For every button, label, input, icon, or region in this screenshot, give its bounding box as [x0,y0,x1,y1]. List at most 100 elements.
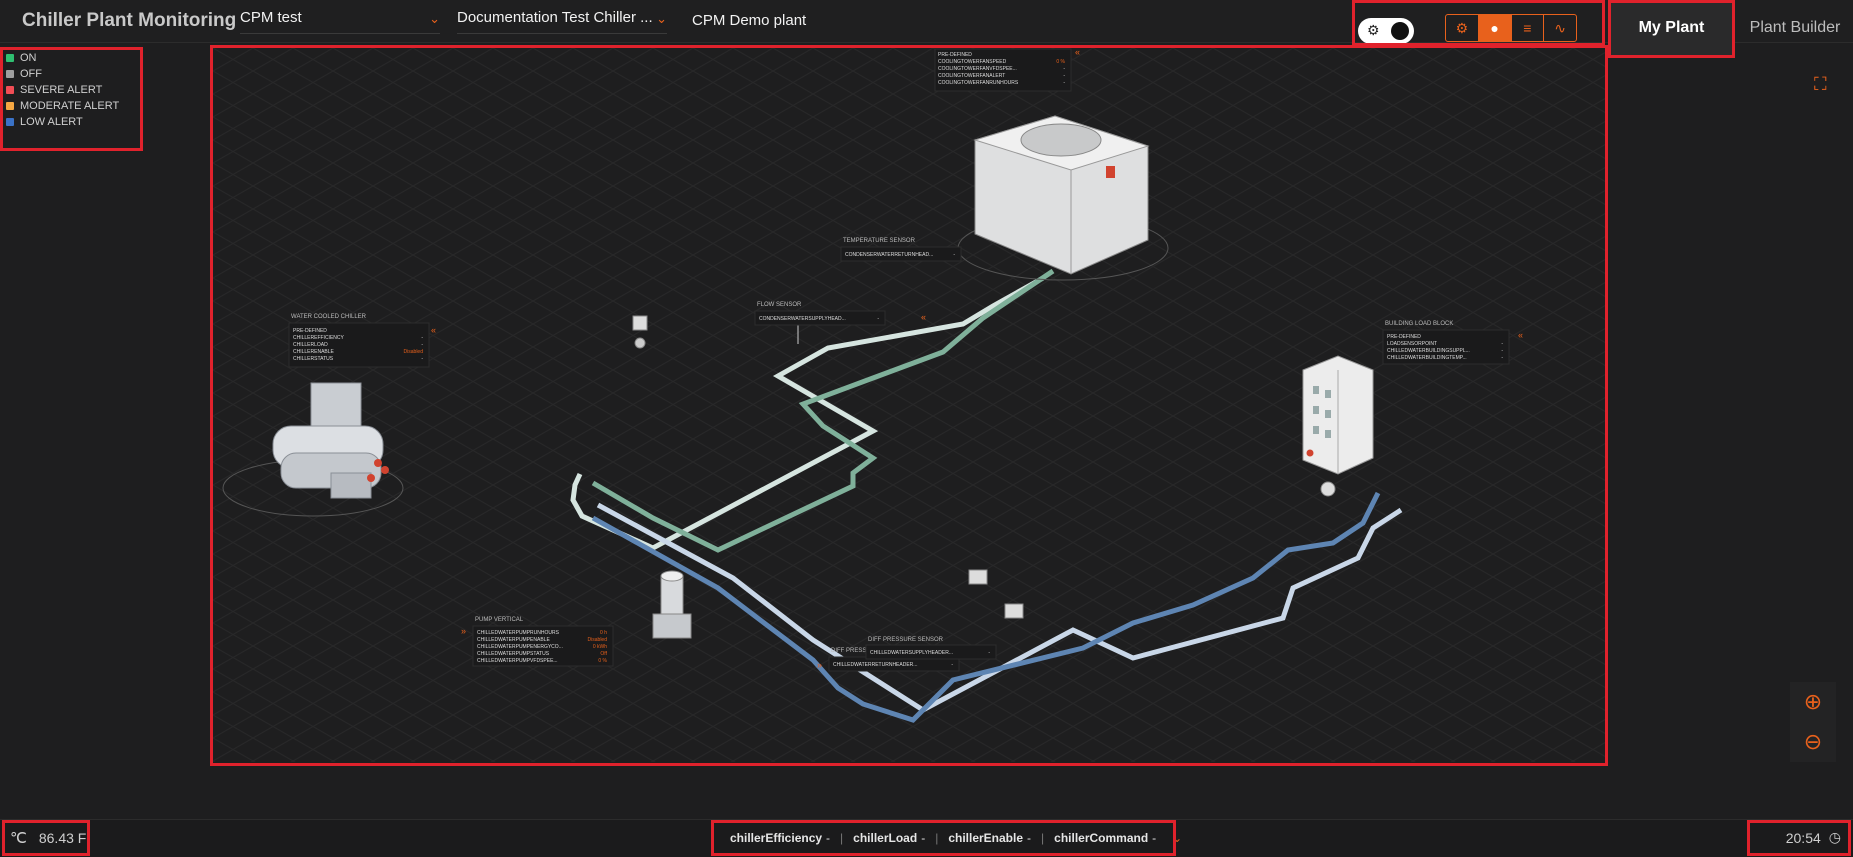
off-swatch [6,70,14,78]
divider: | [840,831,844,845]
svg-text:-: - [1501,341,1503,347]
svg-text:CHILLEDWATERPUMPSTATUS: CHILLEDWATERPUMPSTATUS [477,651,550,657]
temperature-sensor-info-panel[interactable]: TEMPERATURE SENSOR CONDENSERWATERRETURNH… [840,238,962,262]
collapse-icon: « [431,325,436,335]
svg-text:0 kWh: 0 kWh [593,644,607,650]
svg-text:CHILLEDWATERBUILDINGSUPPL...: CHILLEDWATERBUILDINGSUPPL... [1387,348,1470,354]
status-legend: ON OFF SEVERE ALERT MODERATE ALERT LOW A… [6,50,119,130]
legend-item-on: ON [6,50,119,66]
collapse-icon: « [1518,330,1523,340]
svg-text:PRE-DEFINED: PRE-DEFINED [938,52,972,58]
diff-pressure-info-panel-2[interactable]: DIFF PRESSURE SENSOR CHILLEDWATERSUPPLYH… [865,637,997,660]
svg-text:-: - [1063,73,1065,79]
chiller-info-panel[interactable]: WATER COOLED CHILLER PRE-DEFINED CHILLER… [288,314,436,368]
plant-dropdown[interactable]: Documentation Test Chiller ... ⌄ [457,9,667,34]
metric-name: chillerLoad [853,831,918,845]
svg-text:CHILLEDWATERPUMPVFDSPEE...: CHILLEDWATERPUMPVFDSPEE... [477,658,558,664]
svg-text:0 %: 0 % [1056,59,1065,65]
svg-text:CONDENSERWATERSUPPLYHEAD...: CONDENSERWATERSUPPLYHEAD... [759,316,846,322]
outdoor-temperature: ℃ 86.43 F [10,829,86,847]
svg-text:COOLINGTOWERFANALERT: COOLINGTOWERFANALERT [938,73,1005,79]
svg-text:CHILLERSTATUS: CHILLERSTATUS [293,356,334,362]
pump-info-panel[interactable]: PUMP VERTICAL CHILLEDWATERPUMPRUNHOURS C… [461,617,614,667]
svg-text:BUILDING LOAD BLOCK: BUILDING LOAD BLOCK [1385,321,1453,327]
svg-text:LOADSENSORPOINT: LOADSENSORPOINT [1387,341,1437,347]
clock: 20:54 ◷ [1786,829,1841,846]
tab-my-plant[interactable]: My Plant [1610,0,1733,56]
building-info-panel[interactable]: BUILDING LOAD BLOCK PRE-DEFINED LOADSENS… [1382,321,1523,365]
legend-item-moderate: MODERATE ALERT [6,98,119,114]
svg-text:TEMPERATURE SENSOR: TEMPERATURE SENSOR [843,238,916,244]
svg-text:PRE-DEFINED: PRE-DEFINED [293,328,327,334]
svg-text:Off: Off [600,651,607,657]
legend-item-off: OFF [6,66,119,82]
svg-text:COOLINGTOWERFANRUNHOURS: COOLINGTOWERFANRUNHOURS [938,80,1019,86]
condenser-return-pipe [591,268,1055,553]
site-dropdown[interactable]: CPM test ⌄ [240,9,440,34]
svg-text:CONDENSERWATERRETURNHEAD...: CONDENSERWATERRETURNHEAD... [845,252,933,258]
chevron-down-icon[interactable]: ⌄ [1172,831,1183,845]
flow-sensor-device-2[interactable] [1320,481,1336,497]
metrics-strip[interactable]: chillerEfficiency-| chillerLoad-| chille… [730,831,1182,845]
svg-text:DIFF PRESSURE SENSOR: DIFF PRESSURE SENSOR [868,637,944,643]
chilled-supply-pipe [596,502,1403,713]
svg-text:-: - [421,335,423,341]
chiller-equipment[interactable] [222,382,404,517]
clock-icon: ◷ [1828,829,1841,845]
time-value: 20:54 [1785,829,1821,846]
list-view-icon[interactable]: ≡ [1512,15,1545,41]
flow-sensor-device[interactable] [632,315,648,349]
cooling-tower-info-panel[interactable]: PRE-DEFINED COOLINGTOWERFANSPEED COOLING… [934,48,1080,92]
svg-text:-: - [1063,66,1065,72]
svg-text:-: - [421,356,423,362]
severe-swatch [6,86,14,94]
low-swatch [6,118,14,126]
tab-plant-builder[interactable]: Plant Builder [1749,19,1841,36]
thermometer-icon: ℃ [10,830,27,847]
bottom-bar: ℃ 86.43 F chillerEfficiency-| chillerLoa… [0,819,1853,857]
svg-text:-: - [951,662,953,668]
cooling-tower-equipment[interactable] [957,115,1169,281]
temperature-value: 86.43 F [38,830,87,846]
expand-icon: » [817,660,822,670]
svg-text:CHILLEDWATERPUMPENABLE: CHILLEDWATERPUMPENABLE [477,637,550,643]
legend-item-low: LOW ALERT [6,114,119,130]
svg-text:FLOW SENSOR: FLOW SENSOR [757,302,802,308]
svg-text:-: - [1501,355,1503,361]
collapse-icon: « [921,312,926,322]
metric-value: - [826,831,831,845]
metric-name: chillerEnable [948,831,1024,845]
chevron-down-icon: ⌄ [429,11,440,26]
pump-equipment[interactable] [652,570,692,639]
fullscreen-icon[interactable]: ⛶ [1814,74,1827,94]
svg-text:PUMP VERTICAL: PUMP VERTICAL [475,617,524,623]
metric-value: - [1027,831,1032,845]
expand-icon: » [461,626,466,636]
svg-text:COOLINGTOWERFANVFDSPEE...: COOLINGTOWERFANVFDSPEE... [938,66,1017,72]
trend-view-icon[interactable]: ∿ [1554,19,1566,36]
toggle-knob [1391,22,1409,40]
dot-view-icon[interactable]: ● [1478,15,1512,41]
svg-text:CHILLEDWATERBUILDINGTEMP...: CHILLEDWATERBUILDINGTEMP... [1387,355,1467,361]
collapse-icon: « [1075,48,1080,57]
building-equipment[interactable] [1302,355,1374,475]
svg-text:CHILLEREFFICIENCY: CHILLEREFFICIENCY [293,335,345,341]
zoom-out-icon[interactable]: ⊖ [1803,729,1823,754]
plant-canvas[interactable]: WATER COOLED CHILLER PRE-DEFINED CHILLER… [213,48,1605,762]
diff-pressure-sensor-device[interactable] [968,569,1024,619]
svg-text:CHILLERLOAD: CHILLERLOAD [293,342,328,348]
metric-name: chillerEfficiency [730,831,823,845]
divider: | [935,831,939,845]
flow-sensor-info-panel[interactable]: FLOW SENSOR CONDENSERWATERSUPPLYHEAD... … [754,302,926,326]
zoom-in-icon[interactable]: ⊕ [1803,689,1823,714]
theme-toggle[interactable]: ⚙ [1358,18,1414,44]
on-swatch [6,54,14,62]
3d-view-icon[interactable]: ⚙ [1446,15,1479,41]
svg-text:CHILLERENABLE: CHILLERENABLE [293,349,335,355]
svg-text:CHILLEDWATERSUPPLYHEADER...: CHILLEDWATERSUPPLYHEADER... [870,650,953,656]
app-title: Chiller Plant Monitoring [22,10,237,31]
site-dropdown-label: CPM test [240,9,302,26]
metric-value: - [921,831,926,845]
svg-text:0 %: 0 % [598,658,607,664]
plant-dropdown-label: Documentation Test Chiller ... [457,9,653,26]
